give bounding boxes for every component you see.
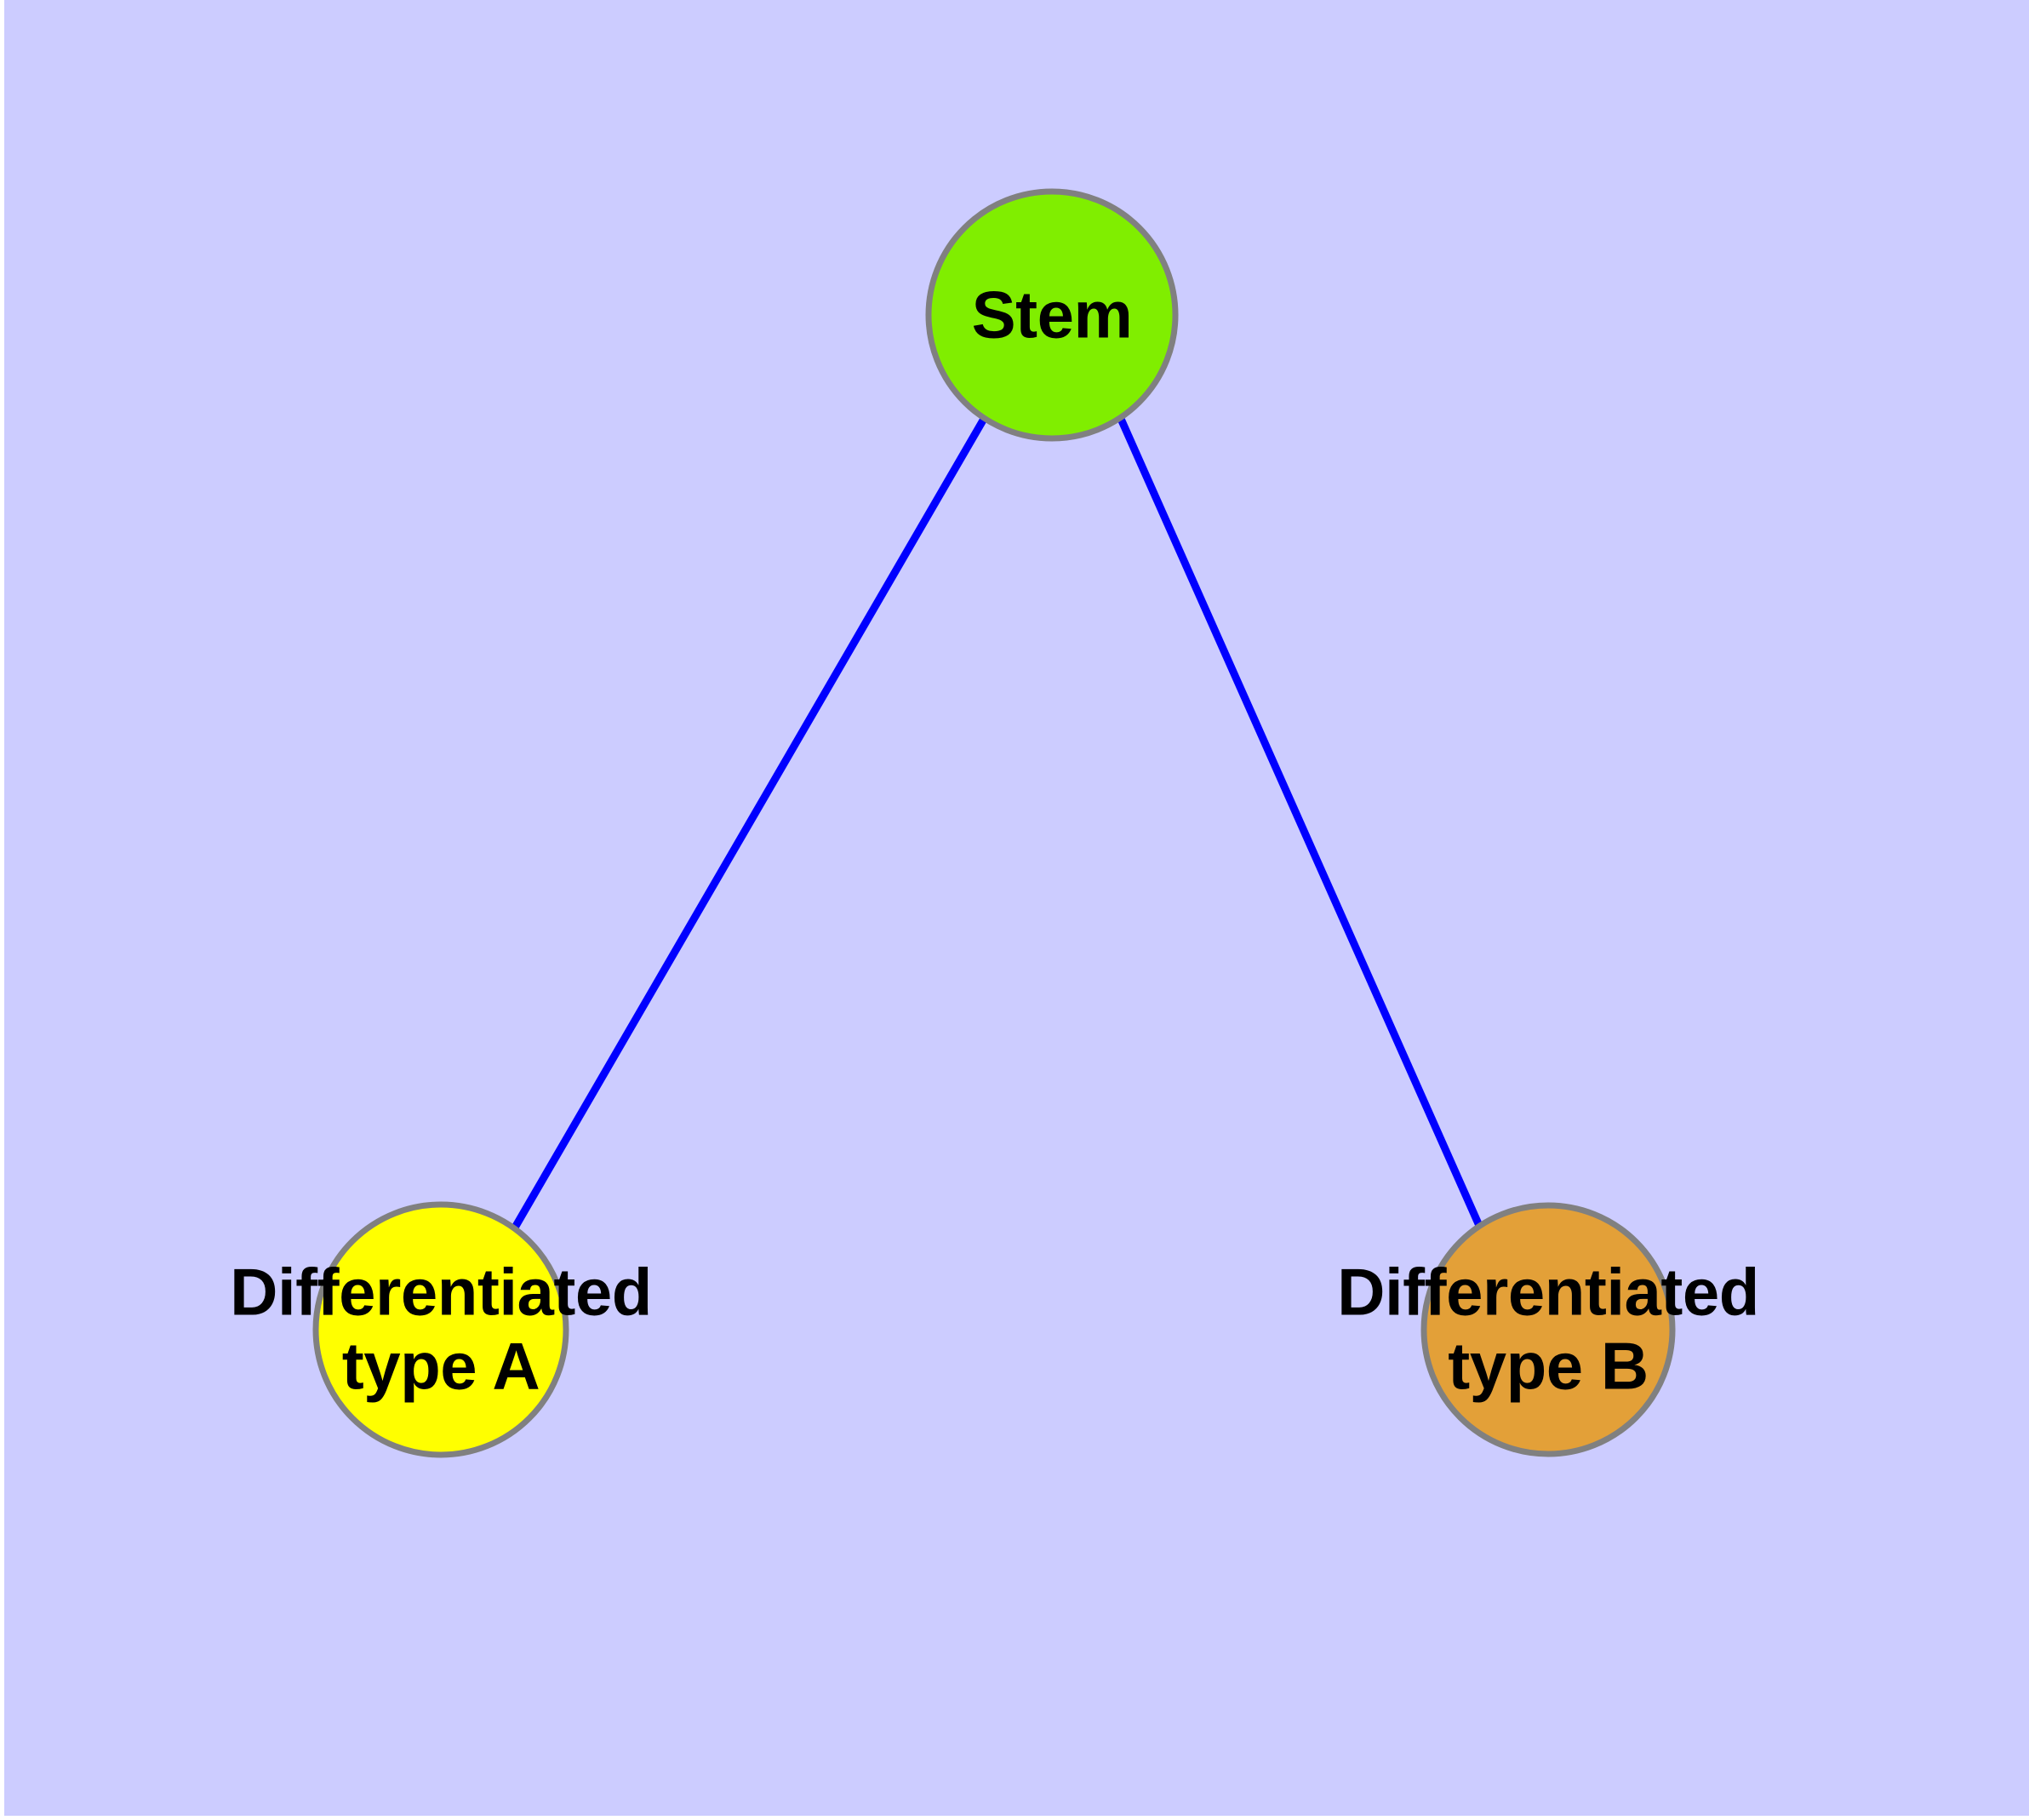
- edge-layer: [512, 416, 1484, 1230]
- node-layer: [312, 188, 1676, 1458]
- node-differentiated-type-a[interactable]: [312, 1201, 569, 1458]
- graph-plot-area: Stem Differentiated type A Differentiate…: [4, 0, 2029, 1816]
- node-stem[interactable]: [925, 188, 1179, 442]
- graph-svg: [312, 188, 1676, 1458]
- edge-stem-to-differentiated-type-a: [512, 416, 987, 1230]
- node-differentiated-type-b[interactable]: [1420, 1202, 1676, 1457]
- edge-stem-to-differentiated-type-b: [1117, 417, 1484, 1229]
